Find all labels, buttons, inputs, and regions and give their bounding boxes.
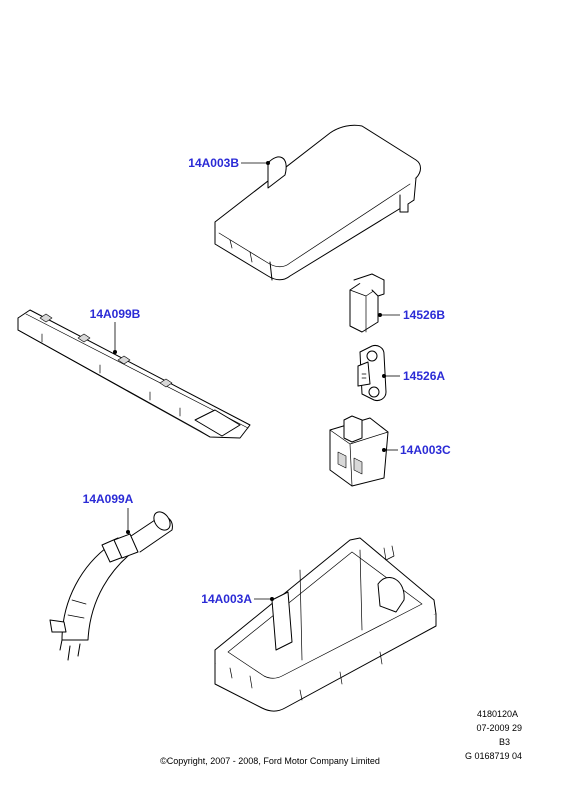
fuse-a-drawing <box>357 345 387 401</box>
bracket-drawing <box>17 309 251 439</box>
document-id: G 0168719 04 <box>465 751 522 761</box>
fuse-b-drawing <box>349 273 385 333</box>
cover-drawing <box>214 124 421 281</box>
connector-drawing <box>329 415 389 487</box>
part-label-14A003B[interactable]: 14A003B <box>188 156 239 170</box>
leader-lines <box>113 161 400 601</box>
box-drawing <box>214 537 437 712</box>
grommet-drawing <box>49 511 173 661</box>
part-label-14A003C[interactable]: 14A003C <box>400 443 451 457</box>
part-label-14A003A[interactable]: 14A003A <box>201 592 252 606</box>
part-label-14A099B[interactable]: 14A099B <box>90 307 141 321</box>
part-label-14526B[interactable]: 14526B <box>403 308 445 322</box>
date-line: 07-2009 29 <box>476 723 522 733</box>
revision: B3 <box>499 737 510 747</box>
part-label-14526A[interactable]: 14526A <box>403 369 445 383</box>
copyright: ©Copyright, 2007 - 2008, Ford Motor Comp… <box>160 756 380 766</box>
part-label-14A099A[interactable]: 14A099A <box>83 492 134 506</box>
ref-code: 4180120A <box>477 709 518 719</box>
